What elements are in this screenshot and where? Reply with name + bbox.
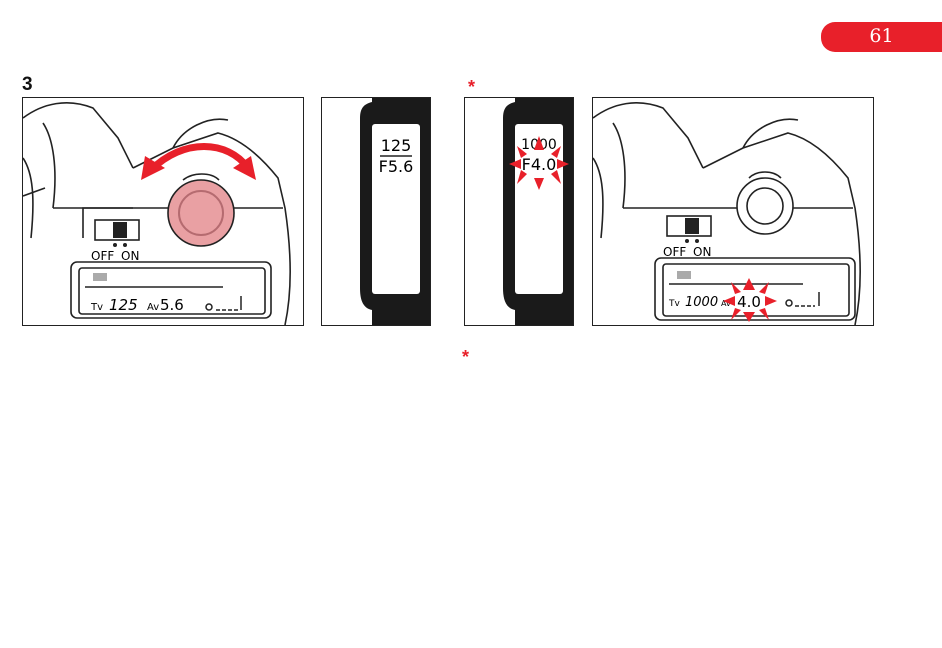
switch-on-label: ON	[693, 245, 711, 259]
asterisk-note-marker: *	[468, 77, 476, 97]
rotate-arrow	[148, 143, 251, 173]
page-number-tab: 61	[821, 22, 942, 52]
viewfinder-shutter: 125	[381, 136, 412, 155]
lcd-av-label: Av	[147, 302, 159, 313]
blink-indicator	[723, 278, 777, 322]
blink-indicator	[509, 136, 569, 190]
asterisk-footnote-marker: *	[462, 347, 470, 367]
viewfinder-display-before: 125 F5.6	[321, 97, 431, 326]
camera-top-illustration-result: OFF ON Tv 1000 Av 4.0	[592, 97, 874, 326]
viewfinder-display-after: 1000 F4.0	[464, 97, 574, 326]
lcd-av-value: 4.0	[737, 293, 761, 311]
step-number: 3	[22, 74, 33, 95]
camera-top-illustration-dial-turn: OFF ON Tv 125 Av 5.6	[22, 97, 304, 326]
lcd-av-label: Av	[721, 299, 731, 308]
switch-on-label: ON	[121, 249, 139, 263]
lcd-tv-label: Tv	[668, 299, 680, 309]
lcd-tv-value: 1000	[685, 295, 718, 310]
main-dial	[167, 173, 235, 247]
viewfinder-aperture: F5.6	[379, 157, 414, 176]
power-switch	[666, 215, 712, 243]
power-switch	[94, 219, 140, 247]
lcd-tv-label: Tv	[90, 302, 103, 313]
lcd-tv-value: 125	[109, 296, 138, 314]
lcd-av-value: 5.6	[160, 296, 184, 314]
switch-off-label: OFF	[91, 249, 114, 263]
main-dial	[736, 171, 794, 235]
page-number: 61	[869, 25, 894, 47]
viewfinder-aperture: F4.0	[522, 155, 557, 174]
switch-off-label: OFF	[663, 245, 686, 259]
